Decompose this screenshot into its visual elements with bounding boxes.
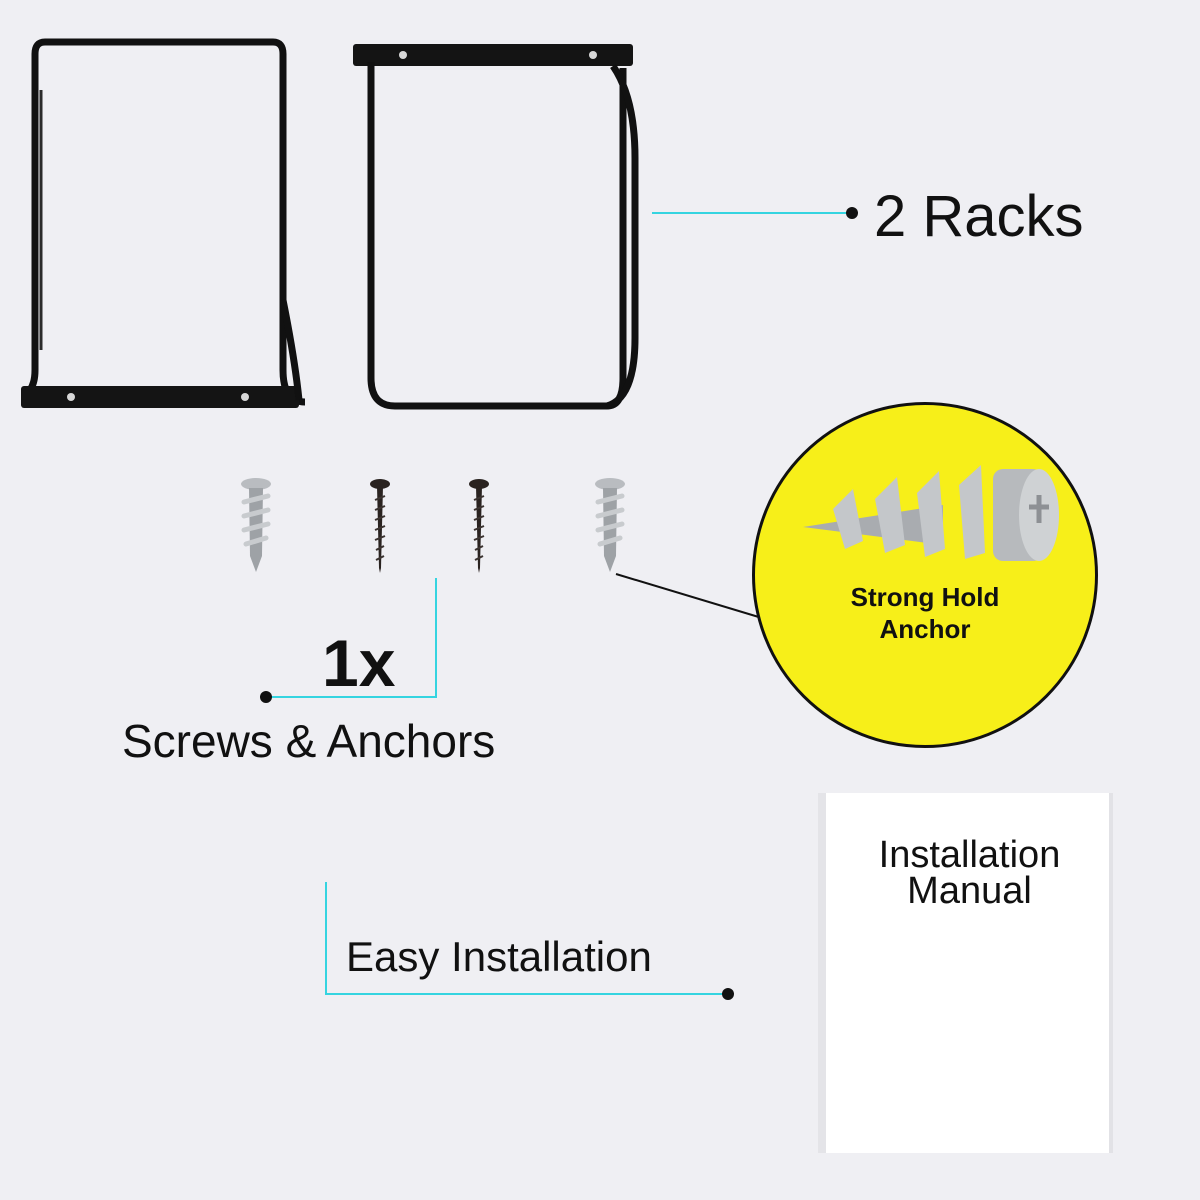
hardware-connector-line <box>260 578 437 703</box>
anchor-icon <box>241 478 271 572</box>
racks-label: 2 Racks <box>874 184 1084 249</box>
hardware-label: Screws & Anchors <box>122 715 496 767</box>
rack-right <box>353 44 639 410</box>
rack-left <box>21 38 305 408</box>
hardware-quantity: 1x <box>322 626 396 700</box>
anchor-icon <box>595 478 625 572</box>
racks-connector-line <box>652 207 858 219</box>
installation-label: Easy Installation <box>346 933 652 980</box>
screw-icon <box>469 479 489 573</box>
anchor-closeup-icon <box>803 465 1059 561</box>
installation-connector-line <box>325 882 734 1000</box>
zoom-leader-line <box>615 573 763 619</box>
screw-icon <box>370 479 390 573</box>
